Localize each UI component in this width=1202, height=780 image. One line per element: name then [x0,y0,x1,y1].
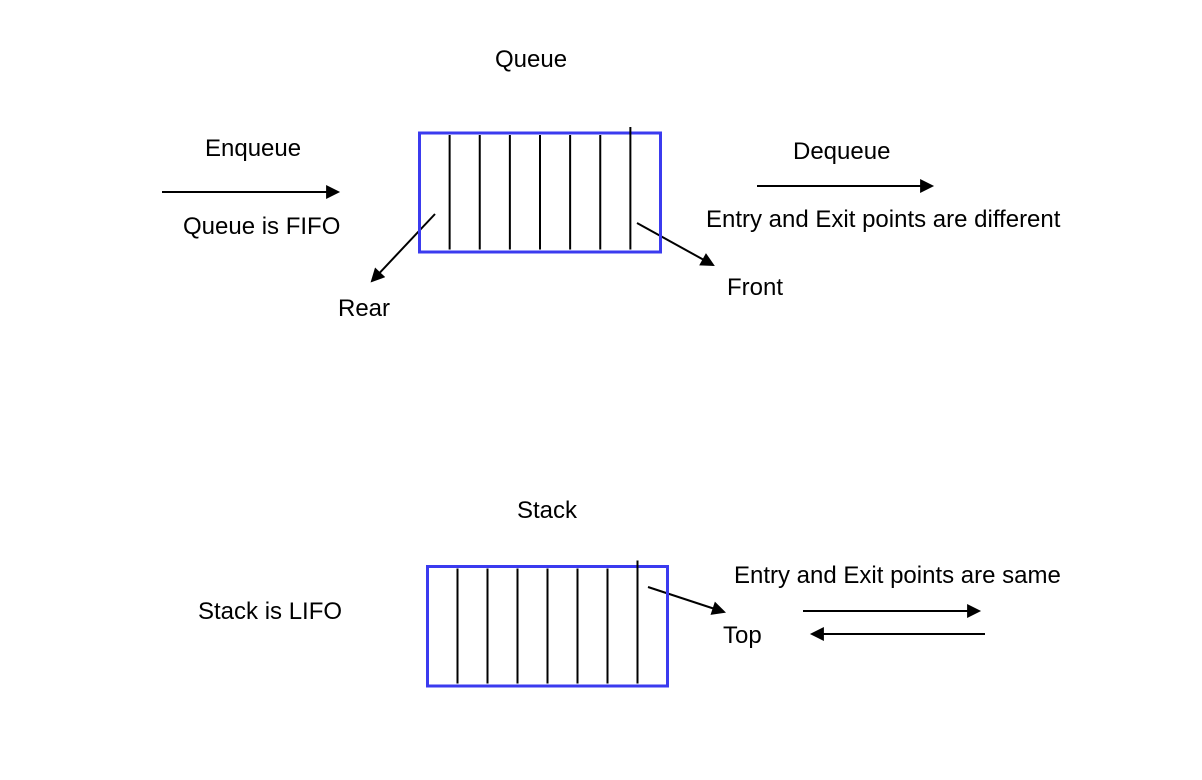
queue-box-outline [418,131,662,254]
rear-pointer-arrow [370,213,436,283]
stack-lifo-label: Stack is LIFO [198,598,343,625]
queue-box [418,127,662,254]
stack-title: Stack [517,497,578,524]
queue-note: Entry and Exit points are different [706,206,1061,233]
stack-note: Entry and Exit points are same [734,562,1061,589]
top-label: Top [723,622,762,649]
front-pointer-arrow [636,222,715,267]
queue-title: Queue [495,46,568,73]
top-pointer-arrow [647,586,726,615]
dequeue-label: Dequeue [793,138,891,165]
rear-label: Rear [338,295,391,322]
stack-box-outline [426,565,669,688]
stack-box [426,560,669,688]
queue-fifo-label: Queue is FIFO [183,213,341,240]
enqueue-label: Enqueue [205,135,302,162]
front-label: Front [727,274,784,301]
